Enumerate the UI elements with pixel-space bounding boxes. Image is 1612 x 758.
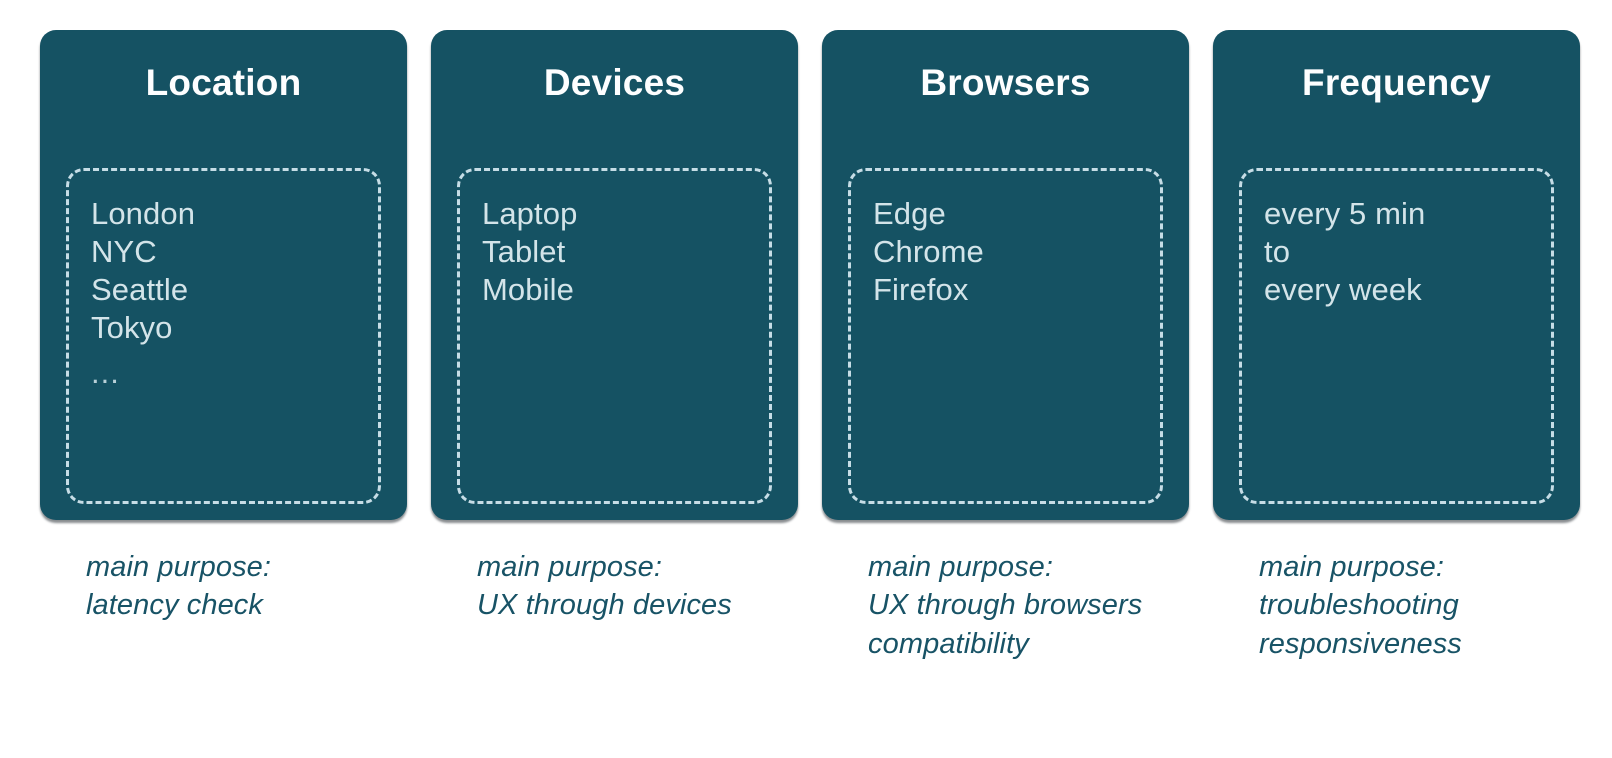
caption-line: main purpose:: [1259, 551, 1445, 583]
card-items-box: London NYC Seattle Tokyo ...: [66, 168, 381, 504]
card-devices[interactable]: Devices Laptop Tablet Mobile: [431, 30, 798, 520]
list-item: Edge: [873, 196, 946, 231]
list-item: Laptop: [482, 196, 578, 231]
caption-line: main purpose:: [477, 551, 663, 583]
card-location[interactable]: Location London NYC Seattle Tokyo ...: [40, 30, 407, 520]
card-browsers[interactable]: Browsers Edge Chrome Firefox: [822, 30, 1189, 520]
caption-devices: main purpose: UX through devices: [431, 548, 798, 663]
list-item: Seattle: [91, 272, 189, 308]
caption-line: troubleshooting: [1259, 589, 1459, 622]
caption-line: UX through browsers: [868, 589, 1143, 622]
list-item-ellipsis: ...: [91, 354, 120, 390]
caption-location: main purpose: latency check: [40, 548, 407, 663]
list-item: every 5 min: [1264, 196, 1426, 231]
captions-row: main purpose: latency check main purpose…: [40, 548, 1580, 663]
caption-line: UX through devices: [477, 589, 732, 622]
item-list: Edge Chrome Firefox: [873, 195, 1146, 309]
caption-line: main purpose:: [86, 551, 272, 583]
caption-browsers: main purpose: UX through browsers compat…: [822, 548, 1189, 663]
list-item: NYC: [91, 234, 157, 270]
card-items-box: Edge Chrome Firefox: [848, 168, 1163, 504]
caption-line: latency check: [86, 589, 263, 622]
card-items-box: every 5 min to every week: [1239, 168, 1554, 504]
caption-line: main purpose:: [868, 551, 1054, 583]
card-title: Browsers: [920, 62, 1091, 103]
card-frequency[interactable]: Frequency every 5 min to every week: [1213, 30, 1580, 520]
card-title: Location: [145, 62, 302, 103]
item-list: Laptop Tablet Mobile: [482, 195, 755, 309]
caption-frequency: main purpose: troubleshooting responsive…: [1213, 548, 1580, 663]
list-item: to: [1264, 234, 1291, 270]
caption-line: compatibility: [868, 627, 1029, 660]
list-item: Tokyo: [91, 310, 173, 346]
card-title: Frequency: [1302, 62, 1491, 103]
list-item: Tablet: [482, 234, 566, 270]
list-item: Firefox: [873, 272, 969, 308]
list-item: Chrome: [873, 234, 984, 270]
card-title: Devices: [543, 62, 686, 103]
list-item: every week: [1264, 272, 1422, 308]
list-item: Mobile: [482, 272, 574, 308]
item-list: London NYC Seattle Tokyo ...: [91, 195, 364, 392]
list-item: London: [91, 196, 196, 231]
card-items-box: Laptop Tablet Mobile: [457, 168, 772, 504]
item-list: every 5 min to every week: [1264, 195, 1537, 309]
caption-line: responsiveness: [1259, 627, 1462, 660]
cards-row: Location London NYC Seattle Tokyo ... De…: [40, 30, 1580, 520]
